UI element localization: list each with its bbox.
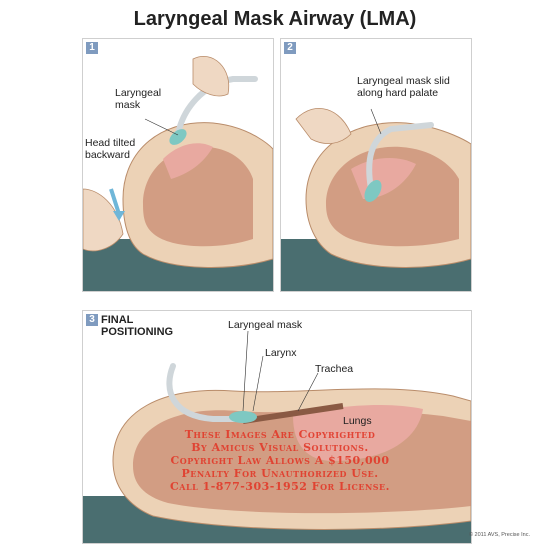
label-trachea: Trachea	[315, 363, 354, 375]
label-head-tilted: Head tilted backward	[85, 137, 136, 161]
lma-tube	[366, 122, 434, 192]
panel-3: 3 FINAL POSITIONING Laryngeal mask Laryn…	[82, 310, 472, 544]
tilt-arrow	[109, 188, 121, 215]
panel-1-number: 1	[86, 42, 98, 54]
hand	[295, 108, 352, 144]
label-laryngeal-mask-final: Laryngeal mask	[228, 319, 303, 331]
hand	[192, 56, 230, 97]
panel-2: 2 Laryngeal mask slid along hard palate	[280, 38, 472, 292]
mask-leader-line	[242, 330, 249, 412]
lma-tube	[166, 363, 246, 422]
page-title: Laryngeal Mask Airway (LMA)	[133, 8, 417, 30]
label-laryngeal-mask: Laryngeal mask	[115, 87, 162, 111]
label-mask-slid: Laryngeal mask slid along hard palate	[357, 75, 450, 99]
panel-3-number: 3	[86, 314, 98, 326]
final-positioning-heading: FINAL POSITIONING	[101, 314, 174, 338]
copyright-notice: © 2011 AVS, Precise Inc.	[468, 532, 530, 538]
lma-tube	[175, 76, 258, 137]
tilt-arrowhead	[113, 211, 125, 221]
lma-cuff	[364, 180, 382, 202]
trachea-shape	[242, 403, 344, 424]
airway-cavity	[163, 143, 213, 179]
panel-2-number: 2	[284, 42, 296, 54]
mask-leader-line	[144, 118, 179, 136]
label-larynx: Larynx	[265, 347, 297, 359]
trachea-leader-line	[297, 372, 319, 412]
panel-3-illustration	[83, 330, 471, 543]
lma-cuff	[229, 411, 257, 423]
slid-leader-line	[370, 108, 382, 135]
panel-1: 1 Laryngeal mask Head tilted backward	[82, 38, 274, 292]
copyright-watermark: These Images Are Copyrighted By Amicus V…	[170, 428, 390, 493]
larynx-leader-line	[252, 355, 264, 412]
lungs-shape	[293, 405, 423, 461]
panel-2-illustration	[281, 108, 471, 291]
panel-1-illustration	[83, 56, 273, 291]
supporting-hand	[83, 188, 124, 252]
label-lungs: Lungs	[343, 415, 372, 427]
